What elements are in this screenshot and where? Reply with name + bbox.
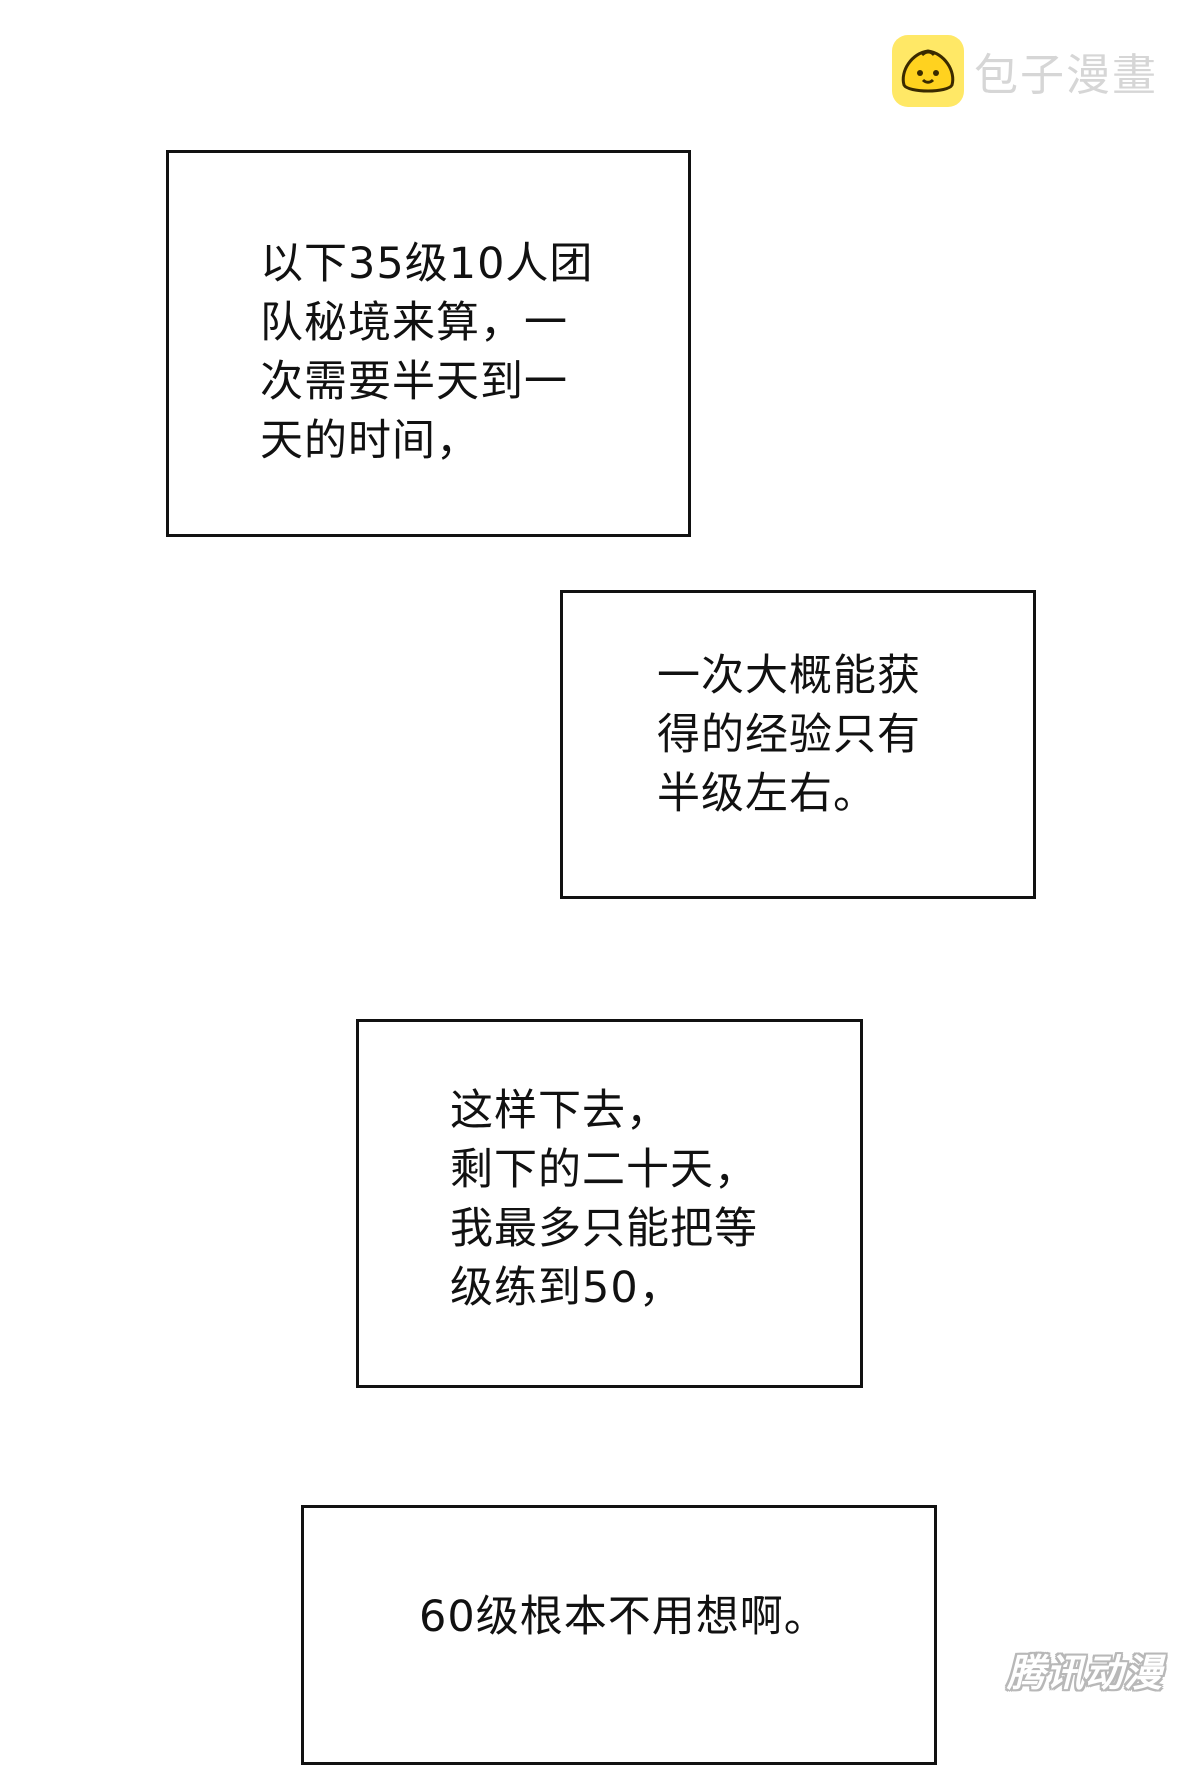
caption-line: 这样下去， [450, 1086, 670, 1136]
caption-line: 队秘境来算，一 [260, 298, 568, 348]
caption-line: 天的时间， [260, 416, 480, 466]
caption-line: 半级左右。 [657, 769, 877, 819]
caption-line: 级练到50， [450, 1263, 683, 1313]
caption-box-4: 60级根本不用想啊。 [301, 1505, 937, 1765]
caption-box-2: 一次大概能获 得的经验只有 半级左右。 [560, 590, 1036, 899]
watermark-text: 包子漫畫 [974, 50, 1158, 101]
caption-line: 一次大概能获 [657, 651, 921, 701]
caption-text: 以下35级10人团 队秘境来算，一 次需要半天到一 天的时间， [260, 235, 593, 471]
caption-line: 得的经验只有 [657, 710, 921, 760]
bottom-watermark: 腾讯动漫 [990, 1640, 1180, 1698]
caption-line: 剩下的二十天， [450, 1145, 758, 1195]
caption-text: 这样下去， 剩下的二十天， 我最多只能把等 级练到50， [450, 1082, 758, 1318]
caption-line: 60级根本不用想啊。 [419, 1592, 828, 1642]
bun-face-icon [892, 35, 964, 107]
watermark: 包子漫畫 [892, 34, 1182, 108]
caption-text: 60级根本不用想啊。 [419, 1588, 828, 1647]
caption-box-3: 这样下去， 剩下的二十天， 我最多只能把等 级练到50， [356, 1019, 863, 1388]
caption-line: 次需要半天到一 [260, 357, 568, 407]
caption-box-1: 以下35级10人团 队秘境来算，一 次需要半天到一 天的时间， [166, 150, 691, 537]
bottom-watermark-text: 腾讯动漫 [1006, 1650, 1163, 1695]
caption-line: 我最多只能把等 [450, 1204, 758, 1254]
caption-text: 一次大概能获 得的经验只有 半级左右。 [657, 647, 921, 824]
caption-line: 以下35级10人团 [260, 239, 594, 289]
